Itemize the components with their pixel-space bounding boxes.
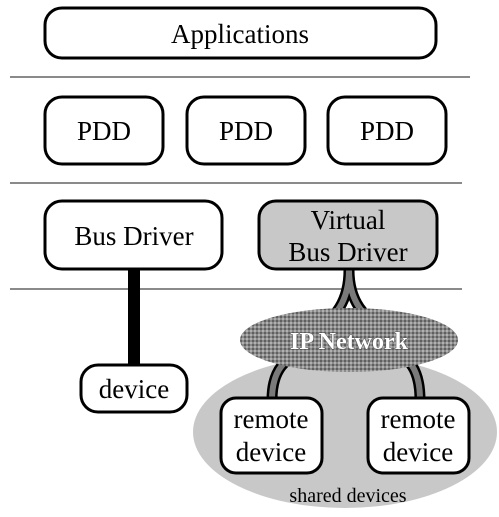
remote-device-label-line1: remote xyxy=(234,404,309,434)
local-device-label: device xyxy=(99,374,169,404)
virtual-bus-driver-box xyxy=(257,199,439,271)
ip-network-label: IP Network xyxy=(290,329,409,355)
applications-box xyxy=(43,6,438,60)
shared-devices-label: shared devices xyxy=(289,485,406,507)
virtual-bus-driver-label-line2: Bus Driver xyxy=(288,237,407,267)
pdd-box xyxy=(185,95,307,166)
pdd-label: PDD xyxy=(219,116,273,146)
local-device-box xyxy=(79,363,189,414)
remote-device-box xyxy=(366,396,471,475)
pdd-label: PDD xyxy=(360,116,414,146)
applications-label: Applications xyxy=(171,19,309,49)
remote-device-label-line1: remote xyxy=(381,404,456,434)
pdd-box xyxy=(43,95,165,166)
pdd-box xyxy=(326,95,448,166)
ip-network-cloud xyxy=(240,308,458,372)
remote-device-label-line2: device xyxy=(236,437,306,467)
remote-device-box xyxy=(219,396,324,475)
remote-device-label-line2: device xyxy=(383,437,453,467)
pdd-label: PDD xyxy=(77,116,131,146)
bus-driver-box xyxy=(43,199,224,271)
bus-driver-label: Bus Driver xyxy=(74,221,193,251)
virtual-bus-driver-label-line1: Virtual xyxy=(311,205,386,235)
